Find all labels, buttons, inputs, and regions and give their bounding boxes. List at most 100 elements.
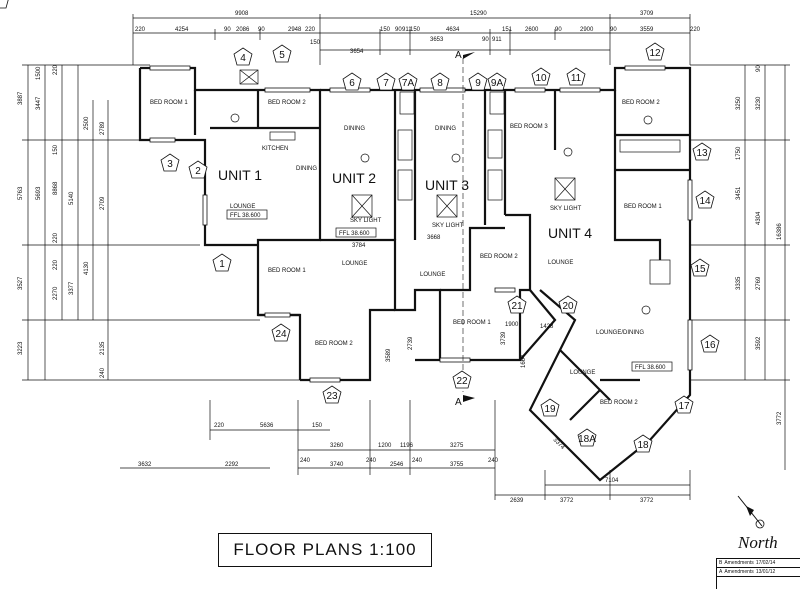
unit-2-label: UNIT 2 (332, 170, 376, 186)
revision-table: B Amendments 17/02/14 A Amendments 13/01… (716, 558, 800, 589)
room-u4-lounge: LOUNGE (548, 260, 573, 266)
dim-left-5693: 5693 (36, 186, 42, 200)
callout-9A: 9A (487, 72, 507, 91)
callout-shape (645, 42, 665, 61)
callout-shape (531, 67, 551, 86)
dim-top-4254: 4254 (175, 27, 189, 33)
dim-top-3653: 3653 (430, 37, 444, 43)
room-u4-bed2: BED ROOM 2 (622, 100, 660, 106)
section-line (462, 52, 475, 402)
rev-b-note: Amendments (724, 560, 754, 566)
callout-label: 9 (475, 78, 481, 89)
callout-label: 7 (383, 78, 389, 89)
callout-shape (695, 190, 715, 209)
dim-left-1500: 1500 (36, 66, 42, 80)
bottom-dimension-lines (120, 400, 691, 500)
callout-markers (0, 0, 9, 9)
callout-13: 13 (692, 142, 712, 161)
dim-left-240: 240 (100, 367, 106, 378)
dim-left-5763: 5763 (18, 186, 24, 200)
dim-left-2135: 2135 (100, 341, 106, 355)
building-walls (138, 66, 692, 482)
dim-left-220b: 220 (53, 232, 59, 243)
dim-top-2600: 2600 (525, 27, 539, 33)
callout-shape (507, 295, 527, 314)
left-dimension-lines (22, 64, 300, 381)
dim-int-7104: 7104 (605, 478, 619, 484)
callout-23: 23 (322, 385, 342, 404)
dim-top-911a: 911 (402, 27, 412, 33)
dim-bot-3740: 3740 (330, 462, 344, 468)
unit-3-label: UNIT 3 (425, 177, 469, 193)
callout-label: 21 (511, 301, 523, 312)
callout-3: 3 (160, 153, 180, 172)
dim-top-2900: 2900 (580, 27, 594, 33)
room-u4-bed2-lower: BED ROOM 2 (600, 400, 638, 406)
callout-16: 16 (700, 334, 720, 353)
dim-top-90c: 90 (395, 27, 402, 33)
dim-left-2789: 2789 (100, 121, 106, 135)
dim-top-220c: 220 (690, 27, 701, 33)
dim-top-150b: 150 (410, 27, 421, 33)
room-u1-bed1: BED ROOM 1 (150, 100, 188, 106)
callout-shape (692, 142, 712, 161)
rev-a-id: A (719, 569, 723, 575)
callout-17: 17 (674, 395, 694, 414)
dim-right-2769: 2769 (756, 276, 762, 290)
dim-top-2948: 2948 (288, 27, 302, 33)
dim-top-15290: 15290 (470, 11, 487, 17)
dim-int-3772a: 3772 (560, 498, 574, 504)
dim-bot-150: 150 (312, 423, 323, 429)
callout-label: 23 (326, 391, 338, 402)
dim-right-3772: 3772 (777, 411, 783, 425)
callout-label: 22 (456, 376, 468, 387)
dim-top-90a: 90 (224, 27, 231, 33)
rev-b-date: 17/02/14 (755, 560, 776, 566)
dim-bot-2546: 2546 (390, 462, 404, 468)
unit-4-label: UNIT 4 (548, 225, 592, 241)
callout-label: 6 (349, 78, 355, 89)
dim-left-3447: 3447 (36, 96, 42, 110)
windows (149, 65, 693, 383)
dim-top-911b: 911 (492, 37, 502, 43)
dim-top-220a: 220 (135, 27, 146, 33)
callout-label: 5 (279, 50, 285, 61)
callout-9: 9 (468, 72, 488, 91)
callout-11: 11 (566, 67, 586, 86)
room-u4-bed1: BED ROOM 1 (624, 204, 662, 210)
dim-bot-1196: 1196 (400, 443, 414, 449)
dim-right-3592: 3592 (756, 336, 762, 350)
room-u1-kitchen: KITCHEN (262, 146, 288, 152)
callout-21: 21 (507, 295, 527, 314)
dim-right-3335: 3335 (736, 276, 742, 290)
top-dimension-lines (132, 14, 691, 65)
callout-12: 12 (645, 42, 665, 61)
callout-label: 7A (402, 78, 415, 89)
dim-int-2639: 2639 (510, 498, 524, 504)
callout-label: 18A (578, 434, 596, 445)
dim-top-150c: 150 (310, 40, 321, 46)
callout-19: 19 (540, 398, 560, 417)
dim-bot-240c: 240 (412, 458, 423, 464)
dim-bot-240b: 240 (366, 458, 377, 464)
callout-shape (430, 72, 450, 91)
dim-top-90b: 90 (258, 27, 265, 33)
callout-label: 10 (535, 73, 547, 84)
fixtures (230, 69, 681, 315)
callout-label: 12 (649, 48, 661, 59)
callout-label: 11 (571, 73, 582, 84)
room-u3-bed1: BED ROOM 1 (453, 320, 491, 326)
revision-row-b: B Amendments 17/02/14 (717, 559, 800, 568)
callout-label: 2 (195, 166, 201, 177)
dim-bot-240a: 240 (300, 458, 311, 464)
callout-label: 19 (544, 404, 556, 415)
dim-top-4634: 4634 (446, 27, 460, 33)
callout-shape (188, 160, 208, 179)
dim-int-1664: 1664 (521, 354, 527, 368)
callout-label: 9A (491, 78, 504, 89)
callout-shape (558, 295, 578, 314)
north-arrow-icon (737, 495, 765, 529)
unit-1-label: UNIT 1 (218, 167, 262, 183)
callout-7A: 7A (398, 72, 418, 91)
